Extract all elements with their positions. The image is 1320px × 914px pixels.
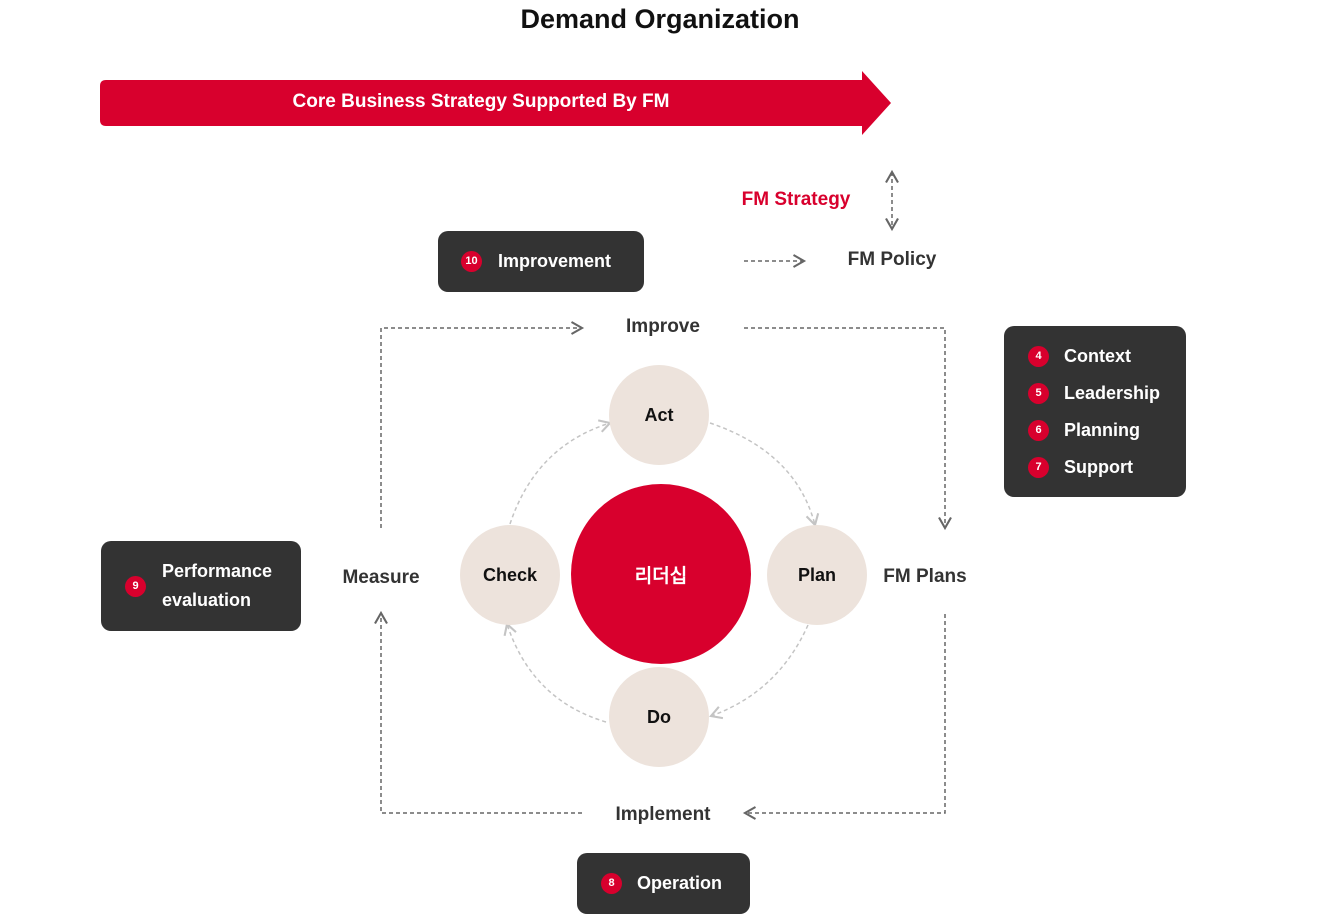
- fm-policy-label: FM Policy: [847, 249, 937, 270]
- act-to-plan-arc: [709, 422, 820, 528]
- list-item-label: Planning: [1064, 420, 1140, 440]
- performance-label-line1: Performance: [162, 561, 273, 581]
- step-number-badge: 7: [1028, 457, 1049, 478]
- plan-to-do-arc: [709, 624, 809, 720]
- list-item-label: Context: [1064, 346, 1131, 366]
- measure-to-improve-arrow: [380, 321, 585, 528]
- list-item-label: Support: [1064, 457, 1133, 477]
- improve-to-plans-arrow: [744, 327, 952, 531]
- operation-label: Operation: [637, 873, 723, 893]
- performance-evaluation-box: 9 Performance evaluation: [101, 541, 301, 631]
- improvement-label: Improvement: [498, 251, 612, 271]
- plans-to-implement-arrow: [742, 614, 946, 820]
- fm-strategy-label: FM Strategy: [741, 189, 851, 210]
- operation-box: 8 Operation: [577, 853, 750, 914]
- do-to-check-arc: [503, 621, 607, 723]
- performance-label-line2: evaluation: [162, 590, 252, 610]
- list-item: 6 Planning: [1028, 412, 1186, 449]
- step-number-badge: 10: [461, 251, 482, 272]
- do-circle: Do: [609, 667, 709, 767]
- improve-label: Improve: [626, 316, 700, 337]
- check-to-act-arc: [509, 419, 613, 525]
- plan-circle: Plan: [767, 525, 867, 625]
- implement-label: Implement: [615, 804, 711, 825]
- implement-to-measure-arrow: [374, 610, 582, 814]
- list-item: 4 Context: [1028, 338, 1186, 375]
- step-number-badge: 5: [1028, 383, 1049, 404]
- fm-plans-label: FM Plans: [883, 566, 967, 587]
- page-title: Demand Organization: [520, 4, 800, 34]
- improvement-box: 10 Improvement: [438, 231, 644, 292]
- list-item-label: Leadership: [1064, 383, 1161, 403]
- list-item: 7 Support: [1028, 449, 1186, 486]
- list-item: 5 Leadership: [1028, 375, 1186, 412]
- step-number-badge: 4: [1028, 346, 1049, 367]
- step-number-badge: 8: [601, 873, 622, 894]
- act-circle: Act: [609, 365, 709, 465]
- step-number-badge: 9: [125, 575, 146, 597]
- banner-label: Core Business Strategy Supported By FM: [292, 91, 670, 112]
- check-circle: Check: [460, 525, 560, 625]
- step-number-badge: 6: [1028, 420, 1049, 441]
- banner-arrow: [100, 71, 891, 135]
- planning-support-box: 4 Context 5 Leadership 6 Planning 7 Supp…: [1004, 326, 1186, 497]
- leadership-center-circle: 리더십: [571, 484, 751, 664]
- measure-label: Measure: [342, 567, 420, 588]
